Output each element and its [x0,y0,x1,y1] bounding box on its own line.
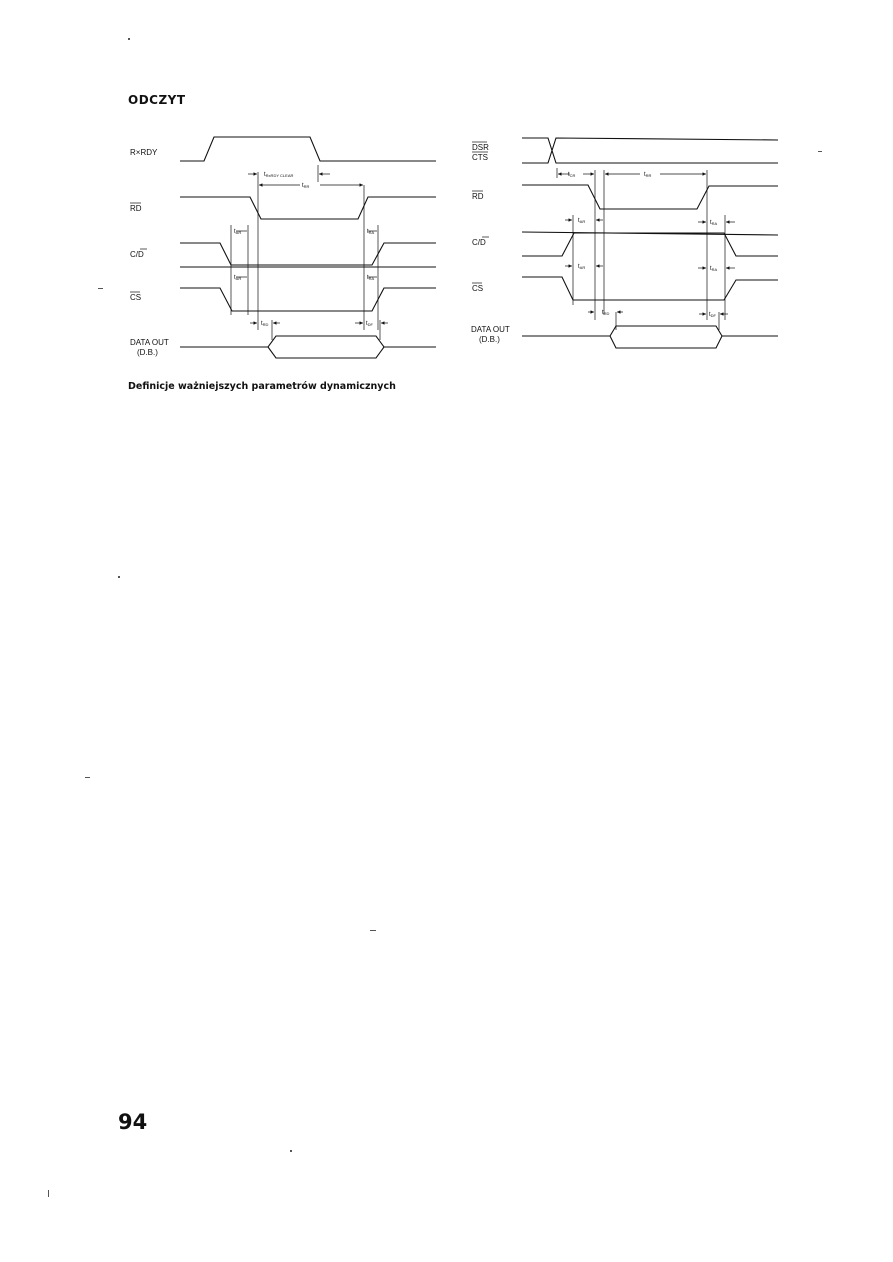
scan-speck [128,38,130,40]
timing-diagrams: R×RDY RD C/D CS DATA OUT (D.B.) tRxRDY C… [130,136,779,359]
param-ra-right-2: tRA [710,266,718,272]
param-ra-2: tRA [367,275,375,281]
param-ra-right-1: tRA [710,220,718,226]
label-cd-right-d: D [480,238,486,247]
param-ra-1: tRA [367,229,375,235]
label-data-bus: (D.B.) [137,348,158,357]
param-rd-right: tRD [602,310,610,316]
waveform-cd-1 [180,242,436,266]
scan-speck [48,1190,49,1197]
param-rr: tRR [302,183,310,189]
section-title: ODCZYT [128,93,186,107]
scan-speck [98,288,103,289]
waveform-cs [180,287,436,312]
param-df-right: tDF [709,312,717,318]
param-ar-2: tAR [234,275,241,281]
waveform-data-out [180,335,436,359]
param-rr-right: tRR [644,172,652,178]
waveform-data-out-right [522,325,778,349]
scan-speck [370,930,376,931]
label-data-out-right: DATA OUT [471,325,510,334]
label-data-out: DATA OUT [130,338,169,347]
label-dsr: DSR [472,143,489,152]
param-ar-1: tAR [234,229,241,235]
param-df: tDF [366,321,374,327]
param-ar-right-1: tAR [578,218,585,224]
waveform-rxrdy [180,136,436,162]
param-rxrdy-clear: tRxRDY CLEAR [264,172,293,178]
right-timing-diagram: DSR CTS RD C/D CS DATA OUT (D.B.) tCR [471,137,779,349]
page-number: 94 [118,1110,148,1134]
label-cd-right: C/D [472,238,486,247]
param-ar-right-2: tAR [578,264,585,270]
param-rd: tRD [261,321,269,327]
label-cd-c: C/ [130,250,139,259]
scan-speck [118,576,120,578]
label-cd-d: D [138,250,144,259]
label-data-bus-right: (D.B.) [479,335,500,344]
left-timing-diagram: R×RDY RD C/D CS DATA OUT (D.B.) tRxRDY C… [130,136,436,359]
scan-speck [290,1150,292,1152]
label-rd: RD [130,204,142,213]
waveform-cd-right-1 [522,232,778,257]
label-rxrdy: R×RDY [130,148,158,157]
scan-speck [818,151,822,152]
figure-caption: Definicje ważniejszych parametrów dynami… [128,381,396,392]
waveform-cd-right-2 [521,231,779,236]
waveform-rd-right [522,184,778,210]
label-cs-right: CS [472,284,483,293]
waveform-dsr-cts [522,137,779,164]
label-cs: CS [130,293,141,302]
waveform-cs-right [522,276,778,301]
param-cr: tCR [568,172,576,178]
label-cts: CTS [472,153,488,162]
label-cd: C/D [130,250,144,259]
scan-speck [85,777,90,778]
label-rd-right: RD [472,192,484,201]
label-cd-right-c: C/ [472,238,481,247]
waveform-rd [180,196,436,220]
